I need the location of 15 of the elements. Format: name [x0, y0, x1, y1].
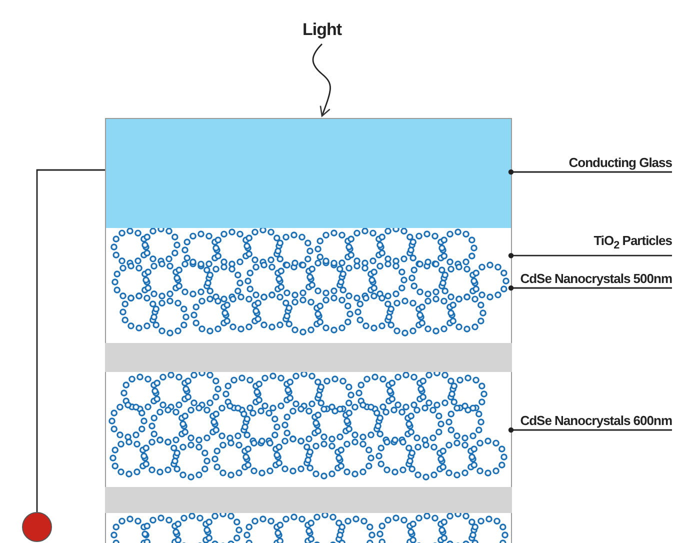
wire: [36, 169, 105, 512]
leader-line: [508, 252, 672, 258]
leader-line: [508, 169, 672, 175]
leader-line: [508, 427, 672, 433]
separator-layer: [105, 343, 512, 372]
terminal-circle: [22, 512, 52, 542]
part-label: CdSe Nanocrystals 600nm: [520, 413, 672, 428]
wavy-arrow: [312, 44, 331, 117]
separator-layer: [105, 487, 512, 513]
part-label: TiO$_{2}$ Particles: [594, 233, 672, 254]
glass-layer: [105, 118, 512, 229]
part-label: Conducting Glass: [568, 155, 672, 170]
part-label: CdSe Nanocrystals 500nm: [520, 271, 672, 286]
light-label: Light: [302, 20, 342, 40]
leader-line: [508, 285, 672, 291]
